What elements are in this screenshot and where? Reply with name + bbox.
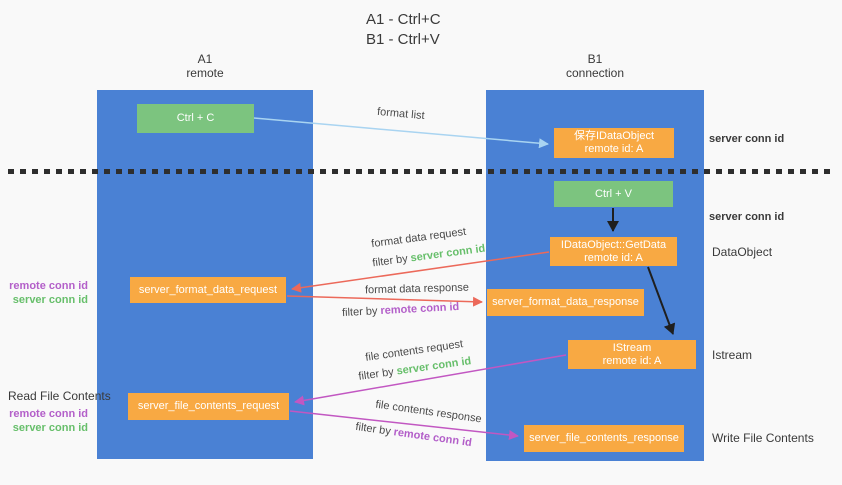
- node-istream: IStream remote id: A: [568, 340, 696, 369]
- filter-by-text: filter by: [341, 305, 378, 320]
- node-getdata-line1: IDataObject::GetData: [560, 238, 667, 251]
- node-server-format-data-request: server_format_data_request: [130, 277, 286, 303]
- node-save-idataobject: 保存IDataObject remote id: A: [554, 128, 674, 158]
- node-save-idataobject-line2: remote id: A: [584, 143, 644, 155]
- annotation-server-conn-id-top: server conn id: [709, 133, 785, 145]
- annotation-read-file-contents: Read File Contents: [8, 389, 111, 403]
- lane-header-a1: A1 remote: [160, 52, 250, 80]
- annotation-istream: Istream: [712, 348, 753, 362]
- node-ctrl-c: Ctrl + C: [137, 104, 254, 133]
- server-conn-id-text: server conn id: [395, 355, 472, 378]
- node-file-response-label: server_file_contents_response: [529, 432, 679, 444]
- annotation-file-remote-conn-id: remote conn id: [9, 408, 88, 420]
- node-server-file-contents-response: server_file_contents_response: [524, 425, 684, 452]
- node-format-request-label: server_format_data_request: [138, 283, 278, 296]
- lane-b1-title: B1: [587, 52, 603, 66]
- node-ctrl-c-label: Ctrl + C: [176, 112, 215, 124]
- annotation-format-conn-ids: remote conn id server conn id: [8, 279, 88, 307]
- remote-conn-id-text: remote conn id: [392, 426, 473, 450]
- node-format-response-label: server_format_data_response: [492, 296, 639, 308]
- annotation-format-remote-conn-id: remote conn id: [9, 280, 88, 292]
- annotation-file-conn-ids: remote conn id server conn id: [8, 407, 88, 435]
- annotation-write-file-contents: Write File Contents: [712, 431, 814, 445]
- node-file-request-label: server_file_contents_request: [137, 400, 280, 412]
- node-istream-line1: IStream: [612, 341, 652, 354]
- node-getdata-line2: remote id: A: [584, 251, 643, 264]
- diagram-title: A1 - Ctrl+C B1 - Ctrl+V: [366, 10, 441, 50]
- filter-by-text: filter by: [371, 252, 409, 270]
- node-ctrl-v-label: Ctrl + V: [595, 187, 632, 200]
- label-format-data-response: format data response: [364, 281, 470, 297]
- filter-by-text: filter by: [357, 366, 395, 383]
- filter-by-text: filter by: [354, 420, 392, 438]
- node-ctrl-v: Ctrl + V: [554, 181, 673, 207]
- annotation-file-server-conn-id: server conn id: [12, 422, 88, 434]
- node-istream-line2: remote id: A: [602, 354, 662, 367]
- label-format-list: format list: [376, 105, 426, 123]
- node-save-idataobject-line1: 保存IDataObject: [573, 130, 655, 142]
- remote-conn-id-text: remote conn id: [380, 300, 460, 318]
- server-conn-id-text: server conn id: [409, 242, 486, 265]
- node-server-file-contents-request: server_file_contents_request: [128, 393, 289, 420]
- node-idataobject-getdata: IDataObject::GetData remote id: A: [550, 237, 677, 266]
- title-line-ctrl-v: B1 - Ctrl+V: [366, 31, 440, 48]
- annotation-dataobject: DataObject: [712, 245, 773, 259]
- lane-header-b1: B1 connection: [550, 52, 640, 80]
- label-filter-by-remote-conn-id-file: filter byremote conn id: [355, 421, 473, 449]
- annotation-server-conn-id-mid: server conn id: [709, 211, 785, 223]
- lane-b1-subtitle: connection: [565, 66, 625, 80]
- lane-a1-subtitle: remote: [186, 66, 224, 80]
- session-divider-dotted-line: [8, 169, 830, 174]
- title-line-ctrl-c: A1 - Ctrl+C: [366, 11, 441, 28]
- annotation-format-server-conn-id: server conn id: [12, 294, 88, 306]
- label-file-contents-response: file contents response: [374, 398, 483, 426]
- lane-a1-title: A1: [197, 52, 213, 66]
- node-server-format-data-response: server_format_data_response: [487, 289, 644, 316]
